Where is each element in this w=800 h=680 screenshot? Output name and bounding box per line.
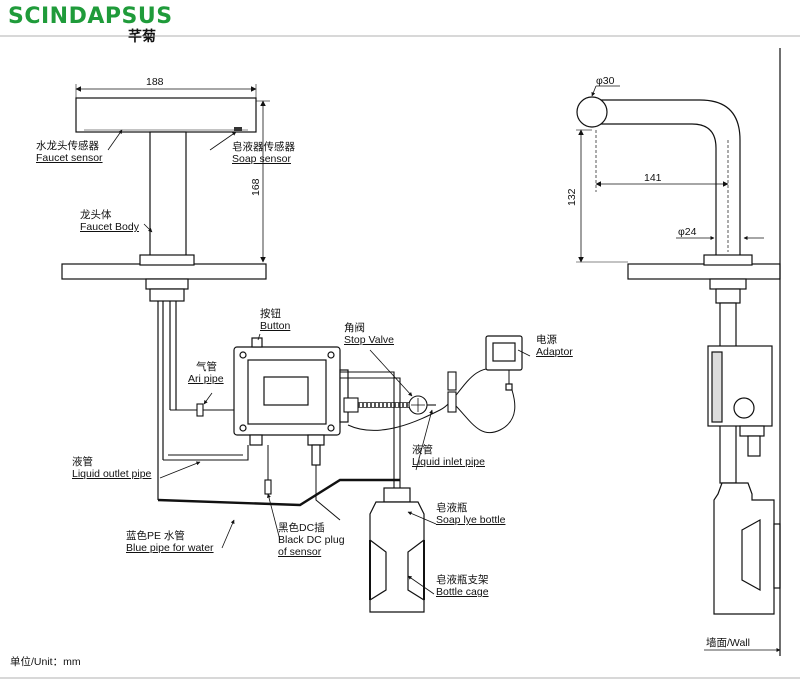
label-liquid-outlet-cn: 液管 [72,456,93,468]
dim-base-diameter: φ24 [678,226,697,238]
label-dc-plug-en-2: of sensor [278,546,322,558]
dim-reach: 141 [644,172,662,184]
label-blue-pipe-en: Blue pipe for water [126,542,214,554]
label-faucet-body-en: Faucet Body [80,221,139,233]
label-dc-plug-cn: 黑色DC插 [278,522,325,534]
label-blue-pipe-cn: 蓝色PE 水管 [126,530,185,542]
label-liquid-inlet-cn: 液管 [412,444,433,456]
dim-rise: 132 [566,188,578,206]
label-faucet-sensor-en: Faucet sensor [36,152,103,164]
dim-pipe-diameter: φ30 [596,75,615,87]
faucet-side-view [576,48,781,656]
label-wall: 墙面/Wall [706,637,750,649]
control-box [233,337,349,466]
label-air-pipe-en: Ari pipe [188,373,224,385]
label-soap-sensor-cn: 皂液器传感器 [232,141,295,153]
label-button-cn: 按钮 [260,308,281,320]
label-faucet-body-cn: 龙头体 [80,209,112,221]
label-soap-bottle-en: Soap lye bottle [436,514,506,526]
label-stop-valve-cn: 角阀 [344,322,365,334]
label-air-pipe-cn: 气管 [196,361,217,373]
label-faucet-sensor-cn: 水龙头传感器 [36,140,99,152]
label-soap-sensor-en: Soap sensor [232,153,291,165]
brand-chinese-name: 芊菊 [128,29,156,45]
label-liquid-outlet-en: Liquid outlet pipe [72,468,152,480]
soap-bottle [369,487,425,613]
label-bottle-cage-cn: 皂液瓶支架 [436,574,489,586]
label-bottle-cage-en: Bottle cage [436,586,489,598]
faucet-front-view [61,97,267,500]
label-button-en: Button [260,320,291,332]
brand-logo: SCINDAPSUS [8,4,173,29]
unit-note: 单位/Unit：mm [10,656,81,668]
dim-height: 168 [250,178,262,196]
label-soap-bottle-cn: 皂液瓶 [436,502,468,514]
power-adaptor [485,335,523,391]
dim-width: 188 [146,76,164,88]
label-liquid-inlet-en: Liquid inlet pipe [412,456,485,468]
label-adaptor-cn: 电源 [536,334,557,346]
label-dc-plug-en-1: Black DC plug [278,534,345,546]
label-stop-valve-en: Stop Valve [344,334,395,346]
label-adaptor-en: Adaptor [536,346,573,358]
